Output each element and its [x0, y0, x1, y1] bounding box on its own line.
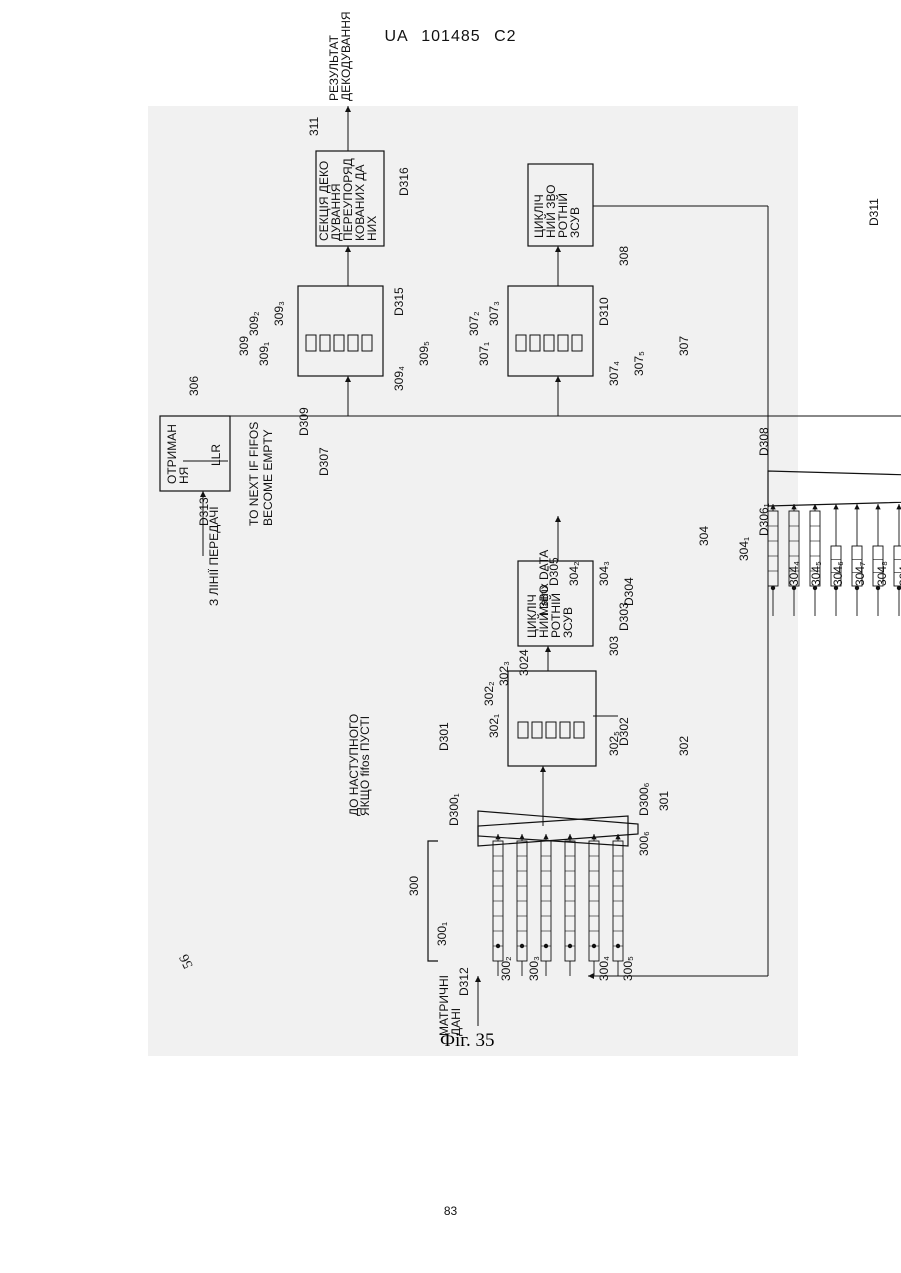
- label-s300-5: 300₅: [621, 956, 635, 981]
- label-s307-4: 307₄: [607, 361, 621, 386]
- label-s300-2: 300₂: [499, 956, 513, 981]
- label-s302-2: 302₂: [482, 681, 496, 706]
- llr-label: LLR: [209, 444, 223, 466]
- cyclic-shift-303-line-3: ЗСУВ: [561, 607, 575, 638]
- label-s309-3: 309₃: [272, 301, 286, 326]
- label-d311: D311: [867, 198, 881, 226]
- label-s307-3: 307₃: [487, 301, 501, 326]
- label-s307-2: 307₂: [467, 311, 481, 336]
- label-s300-4: 300₄: [597, 956, 611, 981]
- label-d300-1: D300₁: [447, 793, 461, 826]
- label-s309-2: 309₂: [247, 311, 261, 336]
- label-d310: D310: [597, 297, 611, 326]
- next-fifos-en-line-0: TO NEXT IF FIFOS: [247, 422, 261, 526]
- label-s300-3: 300₃: [527, 956, 541, 981]
- label-d309: D309: [297, 407, 311, 436]
- label-b311: 311: [307, 117, 321, 136]
- label-d301: D301: [437, 722, 451, 751]
- label-d304: D304: [622, 577, 636, 606]
- decode-result-line-1: ДЕКОДУВАННЯ: [339, 11, 353, 101]
- block-309: [298, 286, 383, 376]
- rotated-drawing: 56 300 ЦИКЛІЧНИЙ ЗВОРОТНІЙЗСУВ ОТРИМАННЯ…: [160, 11, 901, 1036]
- cyclic-shift-308-line-3: ЗСУВ: [568, 207, 582, 238]
- label-s304-5: 304₅: [809, 561, 823, 586]
- label-d302: D302: [617, 717, 631, 746]
- label-s304-7: 304₇: [853, 562, 867, 586]
- label-b307: 307: [677, 336, 691, 356]
- label-b306: 306: [187, 376, 201, 396]
- label-d308: D308: [757, 427, 771, 456]
- label-d315: D315: [392, 287, 406, 316]
- fifo-group-300: [493, 834, 623, 976]
- label-s304-6: 304₆: [831, 561, 845, 586]
- receive-line-1: НЯ: [177, 467, 191, 484]
- decode-section-line-4: НИХ: [365, 216, 379, 241]
- label-b302: 302: [677, 736, 691, 756]
- label-d312: D312: [457, 967, 471, 996]
- figure-number: 56: [177, 952, 197, 971]
- block-302: [508, 671, 596, 766]
- mux-305: [768, 471, 901, 506]
- label-d307: D307: [317, 447, 331, 476]
- label-b301: 301: [657, 791, 671, 811]
- label-s309-5: 309₅: [417, 341, 431, 366]
- label-d316: D316: [397, 167, 411, 196]
- mux-301: [478, 816, 628, 846]
- label-s307-5: 307₅: [632, 351, 646, 376]
- label-d300-6: D300₆: [637, 782, 651, 816]
- from-line-label: З ЛІНІЇ ПЕРЕДАЧІ: [207, 506, 221, 606]
- label-s304-2: 304₂: [567, 561, 581, 586]
- label-d306-1: D306₁: [757, 503, 771, 536]
- label-s304-8: 304₈: [875, 561, 889, 586]
- label-s302-3: 302₃: [497, 661, 511, 686]
- label-s304-9: 304₉: [897, 561, 901, 586]
- block-307: [508, 286, 593, 376]
- label-s304-3: 304₃: [597, 561, 611, 586]
- label-s309-4: 309₄: [392, 366, 406, 391]
- label-s309-1: 309₁: [257, 342, 271, 366]
- figure-caption: Фіг. 35: [440, 1030, 494, 1051]
- label-s302-4: 3024: [517, 649, 531, 676]
- label-s307-1: 307₁: [477, 342, 491, 366]
- matrix-data-en: Matrix DATA: [537, 550, 551, 616]
- label-s304-1: 304₁: [737, 537, 751, 561]
- label-s300-1: 300₁: [435, 922, 449, 946]
- label-b304: 304: [697, 526, 711, 546]
- label-s304-4: 304₄: [787, 561, 801, 586]
- label-300: 300: [407, 876, 421, 896]
- next-fifos-ua-line-1: ЯКЩО fifos ПУСТІ: [358, 716, 372, 816]
- label-s300-6: 300₆: [637, 831, 651, 856]
- page-number: 83: [0, 1204, 901, 1218]
- label-b309: 309: [237, 336, 251, 356]
- label-b308: 308: [617, 246, 631, 266]
- next-fifos-en-line-1: BECOME EMPTY: [261, 429, 275, 526]
- label-b303: 303: [607, 636, 621, 656]
- label-s302-1: 302₁: [487, 714, 501, 738]
